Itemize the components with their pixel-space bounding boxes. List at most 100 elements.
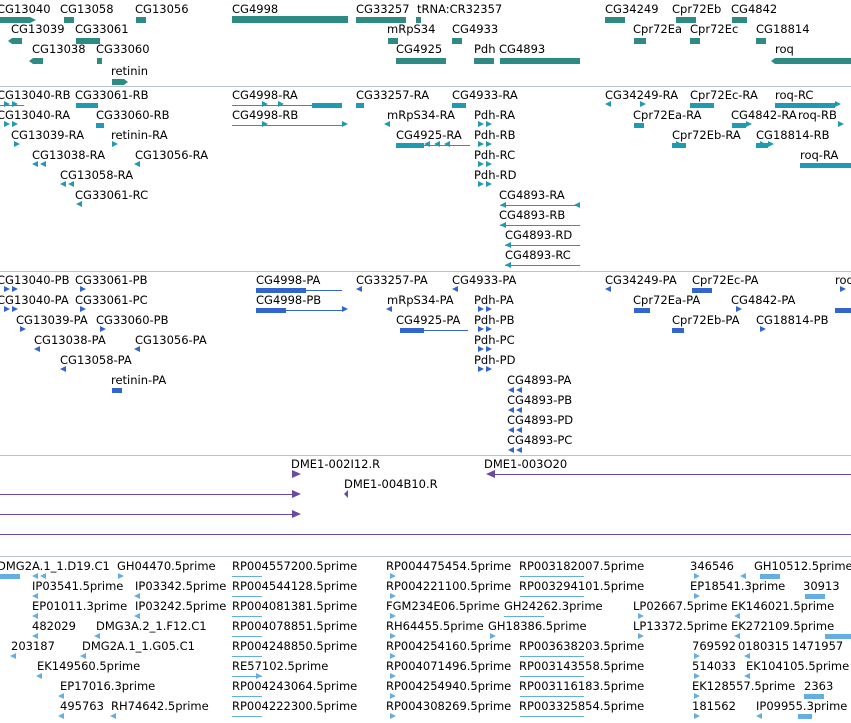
transcript-exon[interactable] <box>452 103 466 108</box>
gene-feature[interactable] <box>452 38 462 44</box>
polypeptide-label[interactable]: Pdh-PA <box>474 293 514 307</box>
transcript-exon[interactable] <box>756 143 768 148</box>
transcript-exon[interactable] <box>672 143 686 148</box>
est-label[interactable]: EK146021.5prime <box>731 599 835 613</box>
est-label[interactable]: 495763 <box>60 699 104 713</box>
gene-label[interactable]: CG4933 <box>452 22 499 36</box>
clone-label[interactable]: DME1-002I12.R <box>291 457 381 471</box>
transcript-label[interactable]: CG4842-RA <box>731 108 797 122</box>
est-feature[interactable] <box>232 596 262 597</box>
polypeptide-label[interactable]: retinin-PA <box>111 373 167 387</box>
transcript-exon[interactable] <box>775 103 835 108</box>
gene-feature[interactable] <box>500 58 580 64</box>
est-feature[interactable] <box>520 676 584 677</box>
gene-label[interactable]: CG4842 <box>731 2 778 16</box>
transcript-exon[interactable] <box>690 103 714 108</box>
polypeptide-label[interactable]: CG4998-PB <box>256 293 322 307</box>
polypeptide-exon[interactable] <box>256 308 286 313</box>
est-label[interactable]: 181562 <box>692 699 736 713</box>
est-label[interactable]: IP03541.5prime <box>32 579 124 593</box>
est-label[interactable]: EP01011.3prime <box>32 599 128 613</box>
transcript-label[interactable]: CG13056-RA <box>135 148 209 162</box>
est-label[interactable]: RP004071496.5prime <box>386 659 512 673</box>
est-label[interactable]: EP17016.3prime <box>60 679 156 693</box>
transcript-label[interactable]: CG4998-RA <box>232 88 298 102</box>
gene-feature[interactable] <box>775 58 851 64</box>
est-label[interactable]: IP09955.3prime <box>756 699 848 713</box>
transcript-label[interactable]: CG13058-RA <box>60 168 134 182</box>
polypeptide-label[interactable]: CG33061-PC <box>75 293 148 307</box>
polypeptide-label[interactable]: CG33060-PB <box>96 313 169 327</box>
transcript-exon[interactable] <box>356 103 364 108</box>
est-label[interactable]: 0180315 <box>738 639 790 653</box>
polypeptide-label[interactable]: CG4893-PA <box>507 373 572 387</box>
est-label[interactable]: 346546 <box>690 559 734 573</box>
est-label[interactable]: GH24262.3prime <box>504 599 603 613</box>
polypeptide-exon[interactable] <box>400 328 424 333</box>
gene-feature[interactable] <box>690 38 700 44</box>
est-label[interactable]: RP003182007.5prime <box>519 559 645 573</box>
est-label[interactable]: RE57102.5prime <box>232 659 329 673</box>
gene-feature[interactable] <box>12 38 22 44</box>
gene-label[interactable]: tRNA:CR32357 <box>417 2 503 16</box>
polypeptide-exon[interactable] <box>256 288 306 293</box>
transcript-label[interactable]: CG33060-RB <box>96 108 170 122</box>
polypeptide-label[interactable]: CG4893-PC <box>507 433 573 447</box>
est-label[interactable]: 30913 <box>803 579 840 593</box>
gene-feature[interactable] <box>76 38 100 44</box>
est-label[interactable]: RP004544128.5prime <box>232 579 358 593</box>
gene-feature[interactable] <box>416 17 421 23</box>
gene-feature[interactable] <box>756 38 766 44</box>
transcript-exon[interactable] <box>732 123 746 128</box>
polypeptide-exon[interactable] <box>634 308 650 313</box>
gene-label[interactable]: CG13039 <box>11 22 65 36</box>
polypeptide-label[interactable]: CG4893-PB <box>507 393 573 407</box>
est-label[interactable]: DMG2A.1_1.D19.C1 <box>0 559 110 573</box>
est-label[interactable]: EK128557.5prime <box>692 679 796 693</box>
est-label[interactable]: FGM234E06.5prime <box>386 599 500 613</box>
polypeptide-exon[interactable] <box>835 308 851 313</box>
est-label[interactable]: DMG3A.2_1.F12.C1 <box>96 619 207 633</box>
transcript-label[interactable]: CG33061-RC <box>75 188 149 202</box>
clone-feature[interactable] <box>0 494 296 495</box>
transcript-label[interactable]: Cpr72Eb-RA <box>672 128 741 142</box>
est-feature[interactable] <box>232 576 262 577</box>
est-feature[interactable] <box>520 696 584 697</box>
est-feature[interactable] <box>520 596 584 597</box>
transcript-label[interactable]: CG4893-RB <box>499 208 566 222</box>
gene-label[interactable]: CG13038 <box>32 42 86 56</box>
gene-label[interactable]: Cpr72Ea <box>633 22 683 36</box>
est-label[interactable]: 1471957 <box>792 639 844 653</box>
gene-label[interactable]: mRpS34 <box>387 22 436 36</box>
transcript-label[interactable]: CG4893-RA <box>499 188 565 202</box>
gene-feature[interactable] <box>356 17 406 23</box>
transcript-label[interactable]: roq-RA <box>800 148 839 162</box>
est-label[interactable]: LP02667.5prime <box>633 599 728 613</box>
est-label[interactable]: 2363 <box>804 679 834 693</box>
gene-label[interactable]: CG13040 <box>0 2 51 16</box>
transcript-label[interactable]: CG18814-RB <box>756 128 830 142</box>
polypeptide-label[interactable]: Pdh-PD <box>474 353 516 367</box>
polypeptide-label[interactable]: CG4893-PD <box>507 413 574 427</box>
est-label[interactable]: RP004081381.5prime <box>232 599 358 613</box>
polypeptide-label[interactable]: CG13039-PA <box>16 313 88 327</box>
clone-label[interactable]: DME1-004B10.R <box>344 477 438 491</box>
polypeptide-label[interactable]: CG4925-PA <box>396 313 461 327</box>
est-label[interactable]: IP03342.5prime <box>135 579 227 593</box>
gene-feature[interactable] <box>97 58 102 64</box>
est-label[interactable]: RH64455.5prime <box>386 619 484 633</box>
gene-label[interactable]: Cpr72Eb <box>672 2 722 16</box>
gene-label[interactable]: roq <box>775 42 794 56</box>
clone-feature[interactable] <box>0 514 296 515</box>
polypeptide-label[interactable]: CG13040-PB <box>0 273 70 287</box>
transcript-label[interactable]: CG33257-RA <box>356 88 430 102</box>
gene-label[interactable]: CG13056 <box>135 2 189 16</box>
gene-feature[interactable] <box>676 17 696 23</box>
gene-feature[interactable] <box>396 58 446 64</box>
est-label[interactable]: 514033 <box>692 659 736 673</box>
polypeptide-label[interactable]: Cpr72Ec-PA <box>692 273 759 287</box>
est-label[interactable]: RP004308269.5prime <box>386 699 512 713</box>
clone-label[interactable]: DME1-003O20 <box>484 457 568 471</box>
polypeptide-label[interactable]: Pdh-PB <box>474 313 515 327</box>
est-feature[interactable] <box>232 616 262 617</box>
